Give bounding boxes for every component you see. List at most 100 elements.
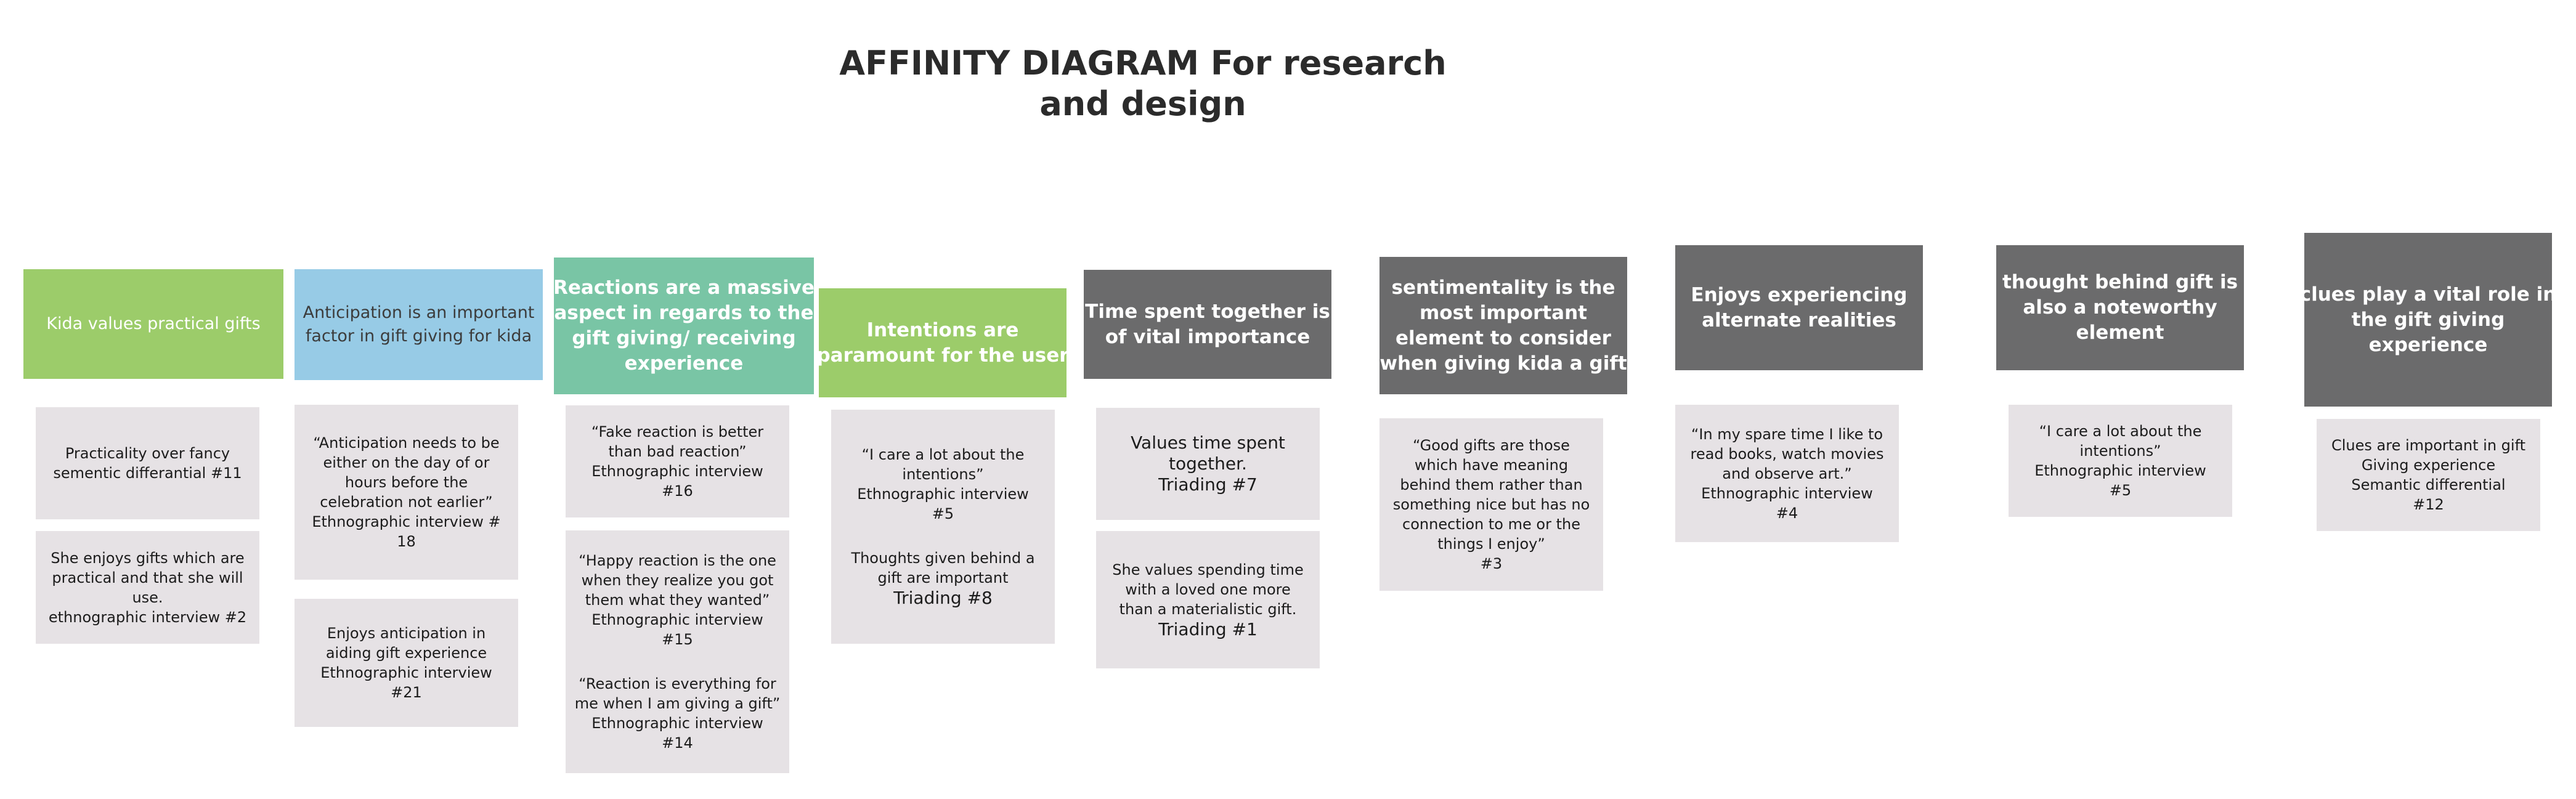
- note-line: “Good gifts are those: [1413, 437, 1570, 454]
- note-paragraph: She enjoys gifts which are practical and …: [49, 548, 246, 627]
- header-line: experience: [2368, 333, 2488, 356]
- page-title: AFFINITY DIAGRAM For research and design: [819, 43, 1466, 124]
- note-line: read books, watch movies: [1690, 445, 1884, 463]
- group-header-text: Intentions are paramount for the user: [816, 318, 1068, 368]
- note-line: Clues are important in gift: [2331, 437, 2526, 454]
- header-line: also a noteworthy: [2023, 296, 2217, 318]
- note-line: #14: [662, 734, 693, 752]
- note-line: practical and that she will: [52, 569, 243, 586]
- header-line: Intentions are: [866, 318, 1019, 341]
- header-line: when giving kida a gift: [1379, 352, 1627, 375]
- note-line: #5: [2109, 482, 2132, 499]
- note-line: Ethnographic interview: [591, 611, 763, 628]
- note-line: #12: [2413, 496, 2444, 513]
- note-line: Triading #8: [893, 588, 993, 608]
- header-line: the gift giving: [2351, 308, 2505, 331]
- evidence-note: She enjoys gifts which are practical and …: [36, 531, 259, 644]
- note-line: #21: [391, 684, 422, 701]
- note-line: “Fake reaction is better: [591, 423, 764, 440]
- note-line: #4: [1776, 504, 1798, 522]
- note-line: Enjoys anticipation in: [327, 625, 486, 642]
- note-line: Semantic differential: [2351, 476, 2506, 493]
- header-line: Reactions are a massive: [553, 277, 815, 299]
- note-line: Giving experience: [2361, 456, 2496, 474]
- note-line: #5: [932, 505, 954, 522]
- note-line: Ethnographic interview: [1701, 484, 1873, 502]
- note-line: them what they wanted”: [585, 591, 770, 609]
- note-line: ethnographic interview #2: [48, 608, 247, 626]
- note-line: Ethnographic interview: [591, 463, 763, 480]
- note-line: Values time spent: [1131, 432, 1285, 453]
- note-line: together.: [1169, 453, 1247, 474]
- note-line: 18: [397, 533, 416, 550]
- note-line: #15: [662, 631, 693, 648]
- note-line: and observe art.”: [1722, 464, 1852, 482]
- title-line-1: AFFINITY DIAGRAM For research: [839, 44, 1447, 83]
- note-line: Practicality over fancy: [65, 445, 230, 462]
- evidence-note: “Fake reaction is better than bad reactio…: [566, 405, 789, 517]
- note-line: me when I am giving a gift”: [574, 695, 781, 712]
- note-line: use.: [132, 588, 163, 606]
- evidence-note: “I care a lot about the intentions” Ethnog…: [2009, 405, 2232, 517]
- note-line: #3: [1480, 555, 1503, 572]
- note-line: than a materialistic gift.: [1119, 600, 1297, 618]
- group-header-intentions-are-paramount-for-the-user: Intentions are paramount for the user: [816, 288, 1069, 397]
- group-header-kida-values-practical-gifts: Kida values practical gifts: [23, 269, 283, 379]
- note-paragraph: “Anticipation needs to be either on the d…: [312, 433, 500, 551]
- note-paragraph: Practicality over fancy sementic differan…: [53, 444, 242, 483]
- note-line: hours before the: [344, 474, 468, 491]
- header-line: gift giving/ receiving: [572, 327, 796, 349]
- header-line: element to consider: [1396, 326, 1611, 349]
- header-line: Time spent together is: [1085, 300, 1330, 323]
- note-line: connection to me or the: [1402, 516, 1580, 533]
- group-header-text: Kida values practical gifts: [46, 312, 260, 336]
- header-line: Kida values practical gifts: [46, 314, 261, 333]
- note-line: celebration not earlier”: [320, 493, 493, 511]
- header-line: factor in gift giving for kida: [305, 326, 532, 346]
- note-line: either on the day of or: [323, 454, 490, 471]
- note-line: something nice but has no: [1392, 496, 1590, 513]
- note-line: “Anticipation needs to be: [313, 434, 500, 452]
- note-line: sementic differantial #11: [53, 464, 242, 482]
- note-line: behind them rather than: [1400, 476, 1583, 493]
- note-line: things I enjoy”: [1437, 535, 1545, 553]
- note-line: when they realize you got: [581, 572, 774, 589]
- note-line: “I care a lot about the: [861, 446, 1025, 463]
- evidence-note: Practicality over fancy sementic differan…: [36, 407, 259, 519]
- note-line: “I care a lot about the: [2039, 423, 2202, 440]
- header-line: experience: [624, 352, 744, 375]
- note-line: than bad reaction”: [608, 443, 747, 460]
- note-line: Ethnographic interview #: [312, 513, 501, 530]
- note-line: Triading #7: [1158, 474, 1258, 495]
- note-line: She enjoys gifts which are: [51, 549, 245, 567]
- note-line: “Reaction is everything for: [579, 675, 776, 692]
- note-line: gift are important: [877, 569, 1009, 586]
- header-line: Enjoys experiencing: [1691, 283, 1908, 306]
- note-line: Ethnographic interview: [2034, 462, 2206, 479]
- note-paragraph: “Fake reaction is better than bad reactio…: [591, 422, 763, 501]
- header-line: most important: [1420, 301, 1587, 324]
- note-line: intentions”: [2079, 442, 2161, 460]
- header-line: paramount for the user: [816, 344, 1069, 367]
